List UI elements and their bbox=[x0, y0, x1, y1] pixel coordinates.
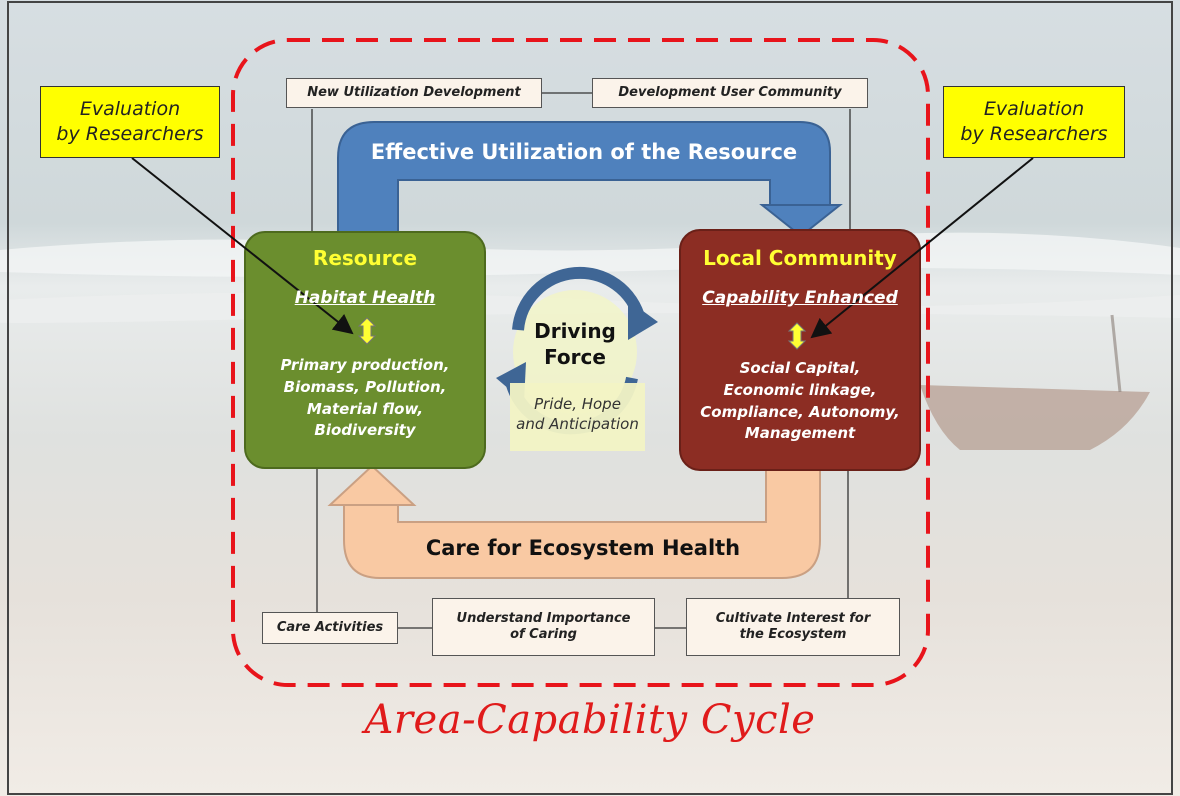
community-title: Local Community bbox=[703, 246, 897, 270]
community-double-arrow bbox=[787, 322, 807, 350]
resource-title: Resource bbox=[312, 246, 418, 270]
understand-importance-box: Understand Importance of Caring bbox=[432, 598, 655, 656]
resource-panel-bg bbox=[244, 231, 486, 469]
driving-force-subtitle: Pride, Hope and Anticipation bbox=[516, 395, 639, 434]
top-flow-arrow bbox=[337, 121, 831, 233]
cycle-arrow-top bbox=[512, 266, 646, 331]
diagram-caption: Area-Capability Cycle bbox=[364, 697, 816, 743]
resource-double-arrow bbox=[357, 317, 377, 345]
driving-force-title: Driving Force bbox=[534, 319, 616, 369]
bottom-flow-arrow bbox=[343, 469, 821, 579]
care-activities-box: Care Activities bbox=[262, 612, 398, 644]
connector-lines bbox=[311, 92, 851, 629]
new-utilization-box: New Utilization Development bbox=[286, 78, 542, 108]
bottom-flow-arrowhead bbox=[327, 464, 417, 506]
resource-subtitle: Habitat Health bbox=[294, 288, 436, 308]
driving-force-sub-bg bbox=[510, 383, 645, 451]
evaluation-right-box: Evaluation by Researchers bbox=[943, 86, 1125, 158]
cultivate-interest-box: Cultivate Interest for the Ecosystem bbox=[686, 598, 900, 656]
community-subtitle: Capability Enhanced bbox=[702, 288, 898, 308]
top-flow-arrowhead bbox=[759, 204, 843, 238]
left-eval-pointer bbox=[131, 157, 354, 335]
bottom-flow-label: Care for Ecosystem Health bbox=[425, 536, 741, 560]
resource-indicators: Primary production, Biomass, Pollution, … bbox=[280, 356, 450, 440]
development-user-community-box: Development User Community bbox=[592, 78, 868, 108]
community-panel-bg bbox=[679, 229, 921, 471]
top-flow-label: Effective Utilization of the Resource bbox=[370, 140, 798, 164]
evaluation-left-box: Evaluation by Researchers bbox=[40, 86, 220, 158]
community-indicators: Social Capital, Economic linkage, Compli… bbox=[700, 359, 900, 443]
dashed-frame bbox=[231, 38, 930, 687]
right-eval-pointer bbox=[810, 157, 1034, 339]
